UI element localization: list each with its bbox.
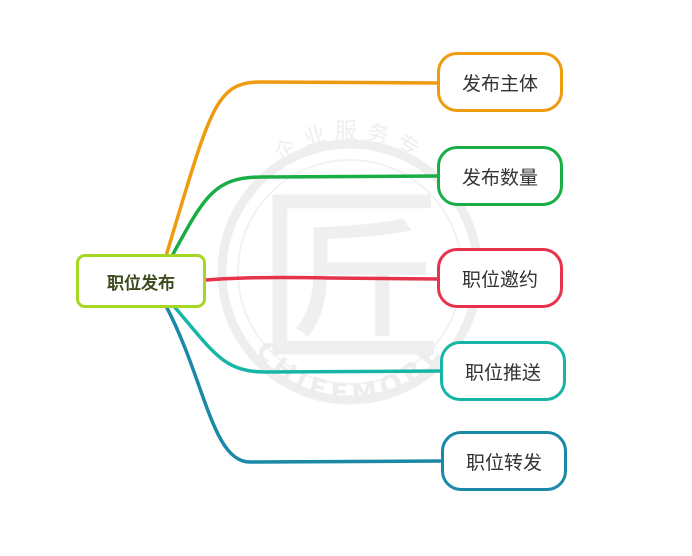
branch-node-label: 发布主体 [461, 72, 538, 95]
connector-line-1 [164, 80, 441, 258]
branch-node-label: 发布数量 [461, 166, 538, 189]
connector-line-4 [170, 302, 444, 374]
root-node[interactable]: 职位发布 [76, 254, 206, 308]
connector-line-2 [170, 174, 441, 258]
connector-lines [164, 80, 445, 464]
branch-node-label: 职位推送 [464, 361, 541, 384]
branch-node-label: 职位转发 [465, 451, 542, 474]
root-node-label: 职位发布 [107, 273, 175, 294]
connector-line-5 [164, 304, 445, 464]
branch-node-2[interactable]: 发布数量 [437, 146, 563, 206]
branch-node-label: 职位邀约 [461, 268, 538, 291]
connector-line-3 [204, 275, 441, 282]
branch-node-4[interactable]: 职位推送 [440, 341, 566, 401]
branch-node-3[interactable]: 职位邀约 [437, 248, 563, 308]
branch-node-1[interactable]: 发布主体 [437, 52, 563, 112]
branch-node-5[interactable]: 职位转发 [441, 431, 567, 491]
